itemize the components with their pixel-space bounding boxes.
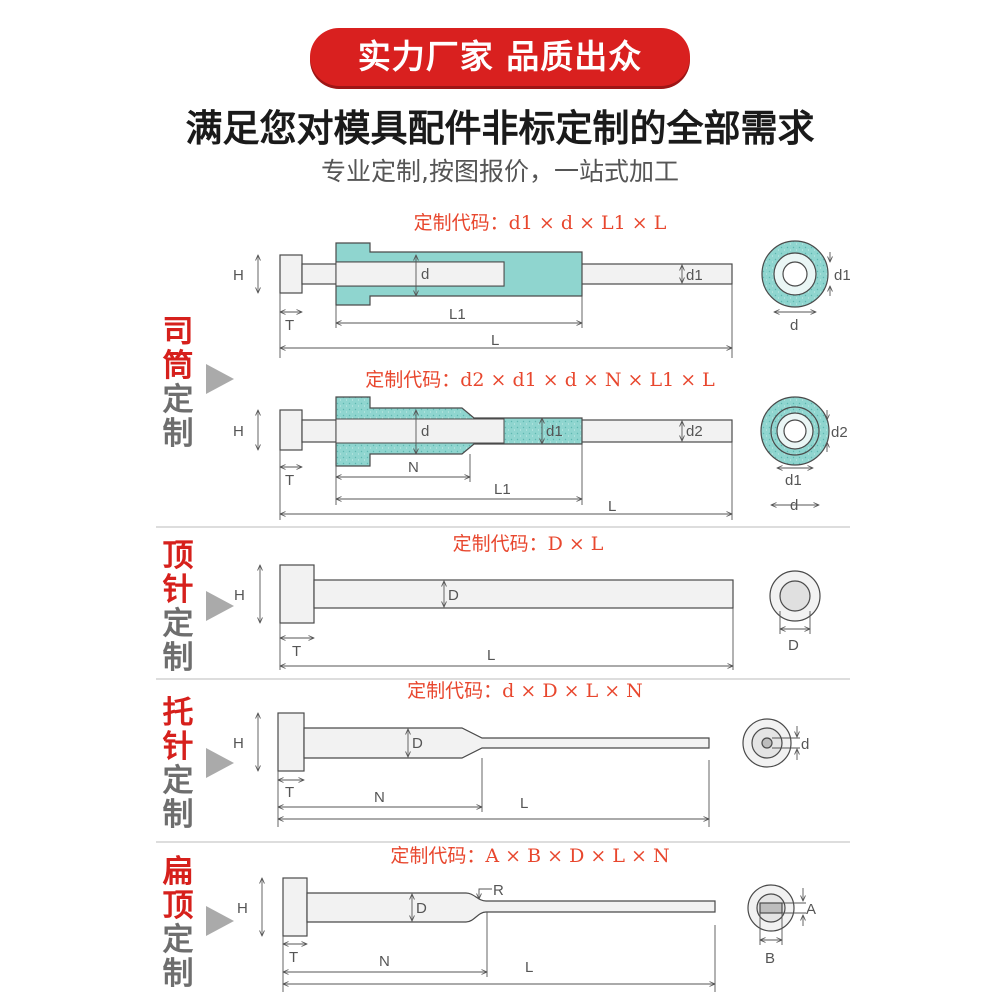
label-L: L [520, 795, 528, 812]
custom-code-sleeve-a: 定制代码：d1 × d × L1 × L [414, 212, 667, 234]
play-triangle-icon [206, 748, 234, 778]
end-view-label-d: d [801, 736, 809, 753]
category-stepped-red-2: 针 [163, 729, 194, 765]
category-sleeve-red-1: 司 [163, 314, 194, 350]
label-d1: d1 [686, 267, 703, 284]
headline: 满足您对模具配件非标定制的全部需求 [185, 107, 815, 150]
end-view-label-D: D [788, 637, 799, 654]
end-view-label-B: B [765, 950, 775, 967]
end-view-label-d1: d1 [785, 472, 802, 489]
pin-head [279, 409, 303, 451]
label-H: H [233, 267, 244, 284]
category-ejector-gray-1: 定 [163, 606, 194, 642]
label-T: T [289, 949, 298, 966]
custom-code-sleeve-b: 定制代码：d2 × d1 × d × N × L1 × L [365, 369, 715, 391]
category-stepped-gray-1: 定 [163, 763, 194, 799]
category-flat-gray-1: 定 [163, 922, 194, 958]
pin-shaft [303, 727, 710, 759]
end-view-label-d2: d2 [831, 424, 848, 441]
custom-code-ejector: 定制代码：D × L [453, 533, 604, 555]
label-L: L [491, 332, 499, 349]
label-T: T [285, 472, 294, 489]
label-d2: d2 [686, 423, 703, 440]
subheadline: 专业定制,按图报价，一站式加工 [321, 157, 679, 186]
category-ejector-red-1: 顶 [163, 538, 194, 574]
end-view-label-A: A [806, 901, 816, 918]
category-sleeve-gray-2: 制 [163, 416, 194, 452]
label-d1: d1 [546, 423, 563, 440]
end-view-label-d1: d1 [834, 267, 851, 284]
category-flat-gray-2: 制 [163, 956, 194, 992]
custom-code-stepped: 定制代码：d × D × L × N [407, 680, 643, 702]
label-H: H [233, 735, 244, 752]
label-H: H [233, 423, 244, 440]
label-D: D [448, 587, 459, 604]
label-L: L [487, 647, 495, 664]
label-N: N [408, 459, 419, 476]
label-D: D [412, 735, 423, 752]
label-T: T [285, 317, 294, 334]
label-L: L [525, 959, 533, 976]
category-sleeve-gray-1: 定 [163, 382, 194, 418]
play-triangle-icon [206, 364, 234, 394]
category-stepped-red-1: 托 [163, 695, 194, 731]
play-triangle-icon [206, 906, 234, 936]
label-L1: L1 [494, 481, 511, 498]
label-L: L [608, 498, 616, 515]
category-ejector-red-2: 针 [163, 572, 194, 608]
pin-shaft [313, 579, 734, 609]
label-D: D [416, 900, 427, 917]
category-flat-red-1: 扁 [163, 854, 194, 890]
label-T: T [285, 784, 294, 801]
category-flat-red-2: 顶 [163, 888, 194, 924]
category-stepped-gray-2: 制 [163, 797, 194, 833]
end-view-label-d: d [790, 317, 798, 334]
label-R: R [493, 882, 504, 899]
label-H: H [237, 900, 248, 917]
play-triangle-icon [206, 591, 234, 621]
category-ejector-gray-2: 制 [163, 640, 194, 676]
label-N: N [374, 789, 385, 806]
end-view-label-d: d [790, 497, 798, 514]
pin-shaft [306, 892, 716, 923]
label-T: T [292, 643, 301, 660]
pin-head [277, 712, 305, 772]
category-sleeve-red-2: 筒 [163, 348, 194, 384]
label-L1: L1 [449, 306, 466, 323]
pin-head [279, 564, 315, 624]
pin-head [282, 877, 308, 937]
pin-head [279, 254, 303, 294]
label-d: d [421, 423, 429, 440]
label-d: d [421, 266, 429, 283]
label-H: H [234, 587, 245, 604]
custom-code-flat: 定制代码：A × B × D × L × N [390, 845, 669, 867]
header-banner: 实力厂家 品质出众 [310, 28, 690, 86]
label-N: N [379, 953, 390, 970]
